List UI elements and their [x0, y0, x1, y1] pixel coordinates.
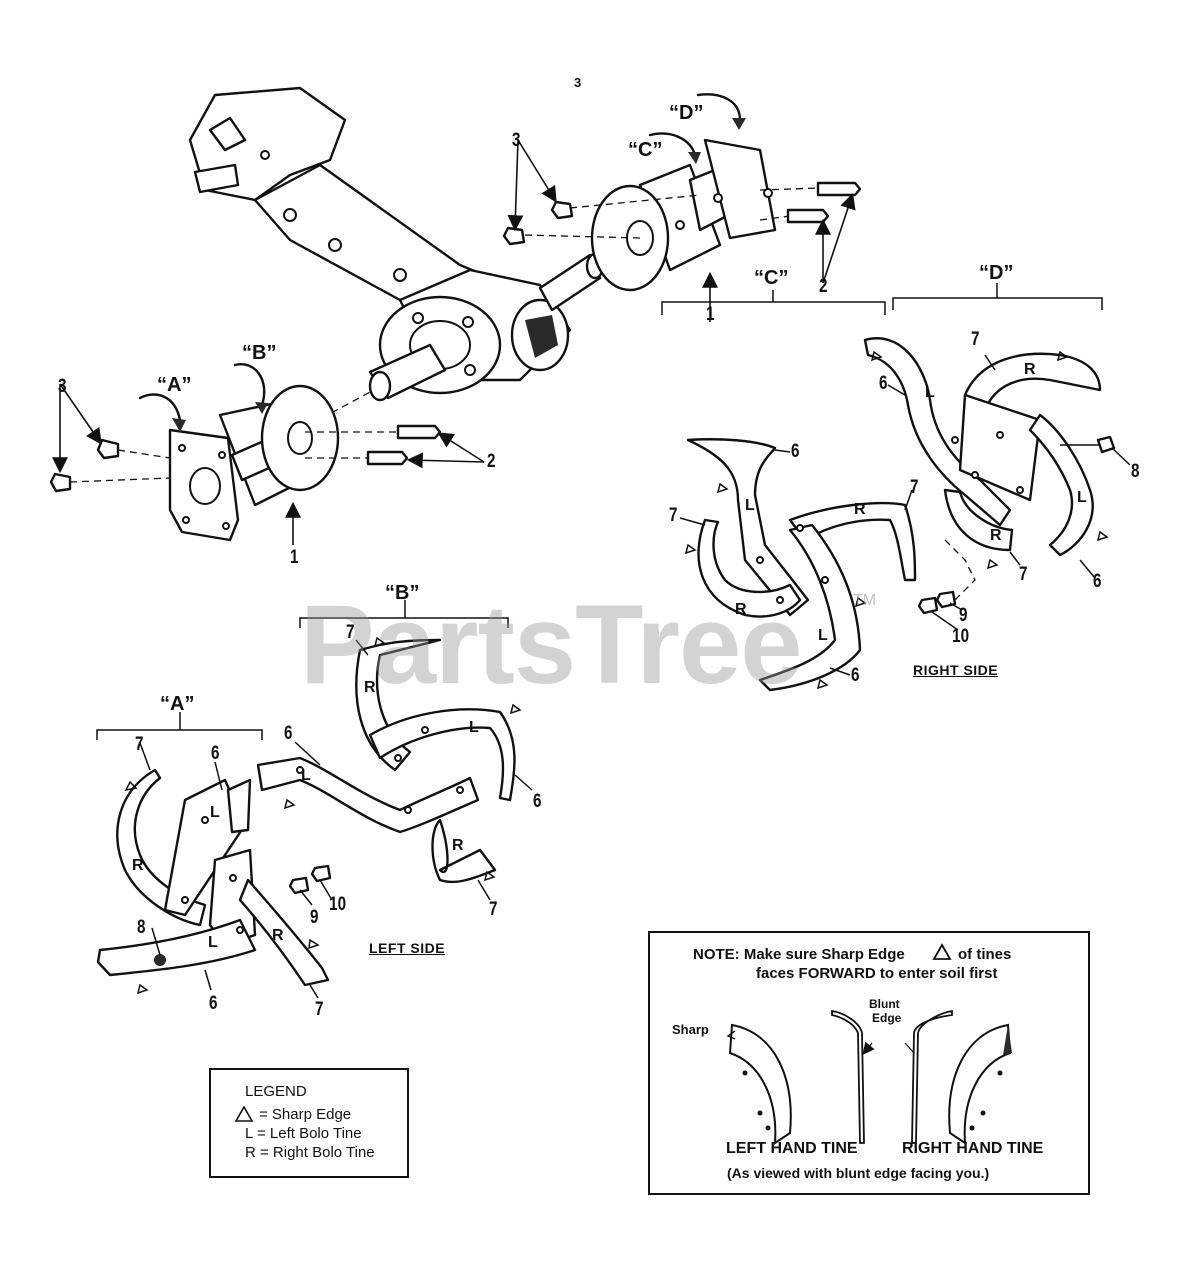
callout-6: 6	[791, 441, 800, 462]
callout-3: 3	[512, 130, 521, 151]
note-line-1: NOTE: Make sure Sharp Edge	[693, 946, 905, 963]
tine-set-b	[256, 636, 522, 884]
legend-box: LEGEND = Sharp Edge L = Left Bolo Tine R…	[209, 1068, 409, 1178]
callout-leaders	[139, 354, 1131, 999]
tine-mark-l: L	[745, 497, 755, 514]
tine-mark-r: R	[735, 601, 747, 618]
callout-10: 10	[952, 626, 970, 647]
tine-mark-r: R	[452, 837, 464, 854]
tine-mark-r: R	[364, 679, 376, 696]
right-hub-assembly	[502, 93, 862, 322]
callout-6: 6	[879, 373, 888, 394]
tine-mark-l: L	[925, 384, 935, 401]
note-line-1b: of tines	[958, 946, 1012, 963]
sharp-edge-icon	[932, 943, 952, 960]
callout-7: 7	[669, 505, 678, 526]
legend-sharp-edge: = Sharp Edge	[259, 1106, 352, 1123]
callout-2: 2	[487, 451, 496, 472]
note-box: NOTE: Make sure Sharp Edge of tines face…	[648, 931, 1090, 1195]
right-side-label: RIGHT SIDE	[913, 662, 999, 678]
axle-shafts	[299, 239, 651, 431]
tine-mark-l: L	[210, 804, 220, 821]
tine-mark-r: R	[1024, 361, 1036, 378]
callout-7: 7	[1019, 564, 1028, 585]
page-number: 3	[574, 75, 582, 90]
sharp-label: Sharp	[672, 1022, 709, 1037]
callout-6: 6	[211, 743, 220, 764]
callout-7: 7	[971, 329, 980, 350]
callout-7: 7	[910, 477, 919, 498]
left-hand-tine-label: LEFT HAND TINE	[726, 1140, 858, 1157]
left-side-label: LEFT SIDE	[369, 940, 446, 956]
group-label-b-hub: “B”	[242, 342, 277, 364]
tine-mark-l: L	[1077, 489, 1087, 506]
group-label-a-hub: “A”	[157, 374, 192, 396]
legend-right-bolo: R = Right Bolo Tine	[245, 1144, 375, 1161]
note-line-2: faces FORWARD to enter soil first	[756, 965, 998, 982]
watermark-trademark: TM	[853, 592, 877, 609]
tine-mark-r: R	[272, 927, 284, 944]
group-label-c: “C”	[754, 267, 789, 289]
callout-6: 6	[209, 993, 218, 1014]
callout-1: 1	[706, 304, 715, 325]
callout-1: 1	[290, 547, 299, 568]
tine-set-a	[96, 768, 332, 995]
callout-8: 8	[1131, 461, 1140, 482]
group-label-a: “A”	[160, 693, 195, 715]
group-brackets	[96, 283, 1103, 740]
tine-mark-r: R	[854, 501, 866, 518]
group-label-b: “B”	[385, 582, 420, 604]
callout-7: 7	[315, 999, 324, 1020]
blunt-label: Blunt	[869, 997, 900, 1011]
tine-diagrams	[726, 1009, 1012, 1145]
tine-mark-l: L	[469, 719, 479, 736]
sharp-edge-icon	[234, 1105, 254, 1122]
callout-9: 9	[959, 605, 968, 626]
tine-mark-l: L	[208, 934, 218, 951]
callout-9: 9	[310, 907, 319, 928]
callout-7: 7	[346, 622, 355, 643]
tine-set-c	[684, 438, 917, 692]
callout-6: 6	[284, 723, 293, 744]
group-label-d: “D”	[979, 262, 1014, 284]
callout-6: 6	[851, 665, 860, 686]
tine-mark-l: L	[301, 767, 311, 784]
callout-6: 6	[1093, 571, 1102, 592]
tine-mark-r: R	[990, 527, 1002, 544]
legend-title: LEGEND	[245, 1083, 307, 1100]
callout-7: 7	[135, 734, 144, 755]
tine-mark-l: L	[818, 627, 828, 644]
callout-10: 10	[329, 894, 347, 915]
tine-set-d	[863, 337, 1116, 615]
group-label-d-hub: “D”	[669, 102, 704, 124]
legend-left-bolo: L = Left Bolo Tine	[245, 1125, 362, 1142]
callout-7: 7	[489, 899, 498, 920]
right-hand-tine-label: RIGHT HAND TINE	[902, 1140, 1044, 1157]
callout-2: 2	[819, 276, 828, 297]
edge-label: Edge	[872, 1011, 902, 1025]
viewed-note: (As viewed with blunt edge facing you.)	[727, 1165, 990, 1181]
callout-3: 3	[58, 376, 67, 397]
callout-6: 6	[533, 791, 542, 812]
left-hub-assembly	[49, 363, 485, 545]
group-label-c-hub: “C”	[628, 139, 663, 161]
tine-mark-r: R	[132, 857, 144, 874]
callout-8: 8	[137, 917, 146, 938]
